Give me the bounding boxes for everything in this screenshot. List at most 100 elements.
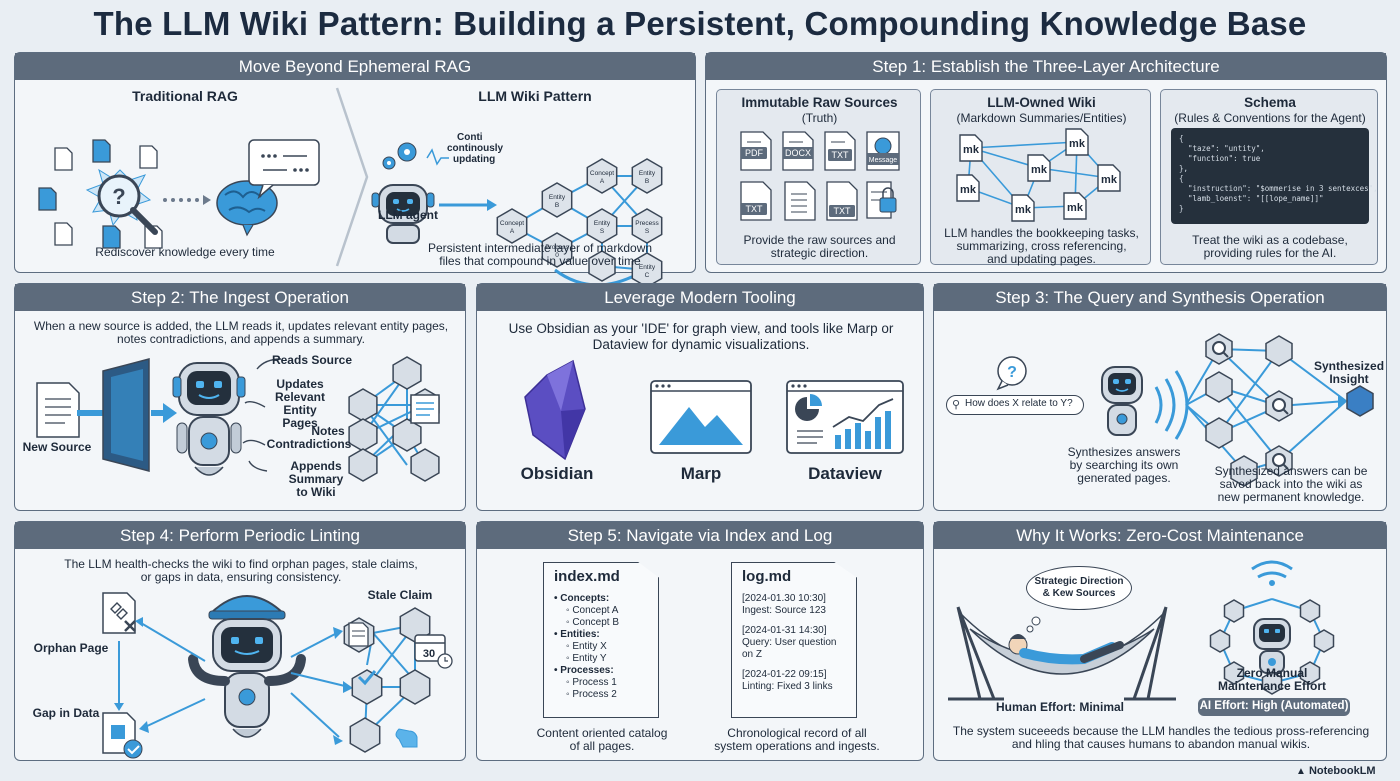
step3-caption-left: Synthesizes answers by searching its own… — [1067, 445, 1181, 485]
search-icon: ⚲ — [952, 399, 961, 411]
marp-window-icon — [650, 380, 752, 454]
network-node-label: Entity — [594, 220, 611, 227]
panel-step5-navigate: Step 5: Navigate via Index and Log index… — [476, 521, 924, 761]
ai-effort-badge: AI Effort: High (Automated) — [1198, 698, 1350, 716]
markdown-document-icon — [1011, 194, 1035, 222]
file-type-tag — [741, 147, 767, 159]
panel-title: Step 1: Establish the Three-Layer Archit… — [706, 53, 1386, 80]
stale-document-icon — [348, 622, 369, 647]
wiki-node — [399, 669, 431, 705]
index-line: ◦ Process 1 — [566, 677, 617, 688]
raw-title: Immutable Raw Sources — [741, 95, 898, 110]
log-caption: Chronological record of all system opera… — [714, 726, 880, 753]
magnifier-icon — [1212, 341, 1289, 470]
log-line: on Z — [742, 649, 763, 660]
gap-in-data-label: Gap in Data — [32, 706, 100, 720]
panel-title: Step 3: The Query and Synthesis Operatio… — [934, 284, 1386, 311]
network-node-label: Concept — [590, 170, 614, 177]
panel-move-beyond-rag: Move Beyond Ephemeral RAG Traditional RA… — [14, 52, 696, 288]
question-bubble-icon: ? — [996, 356, 1027, 391]
markdown-document-icon — [1027, 154, 1051, 182]
file-type-label: PDF — [745, 148, 764, 158]
notebooklm-logo-icon: ▲ — [1296, 766, 1306, 777]
wiki-node — [1209, 629, 1231, 653]
traditional-rag-title: Traditional RAG — [132, 88, 238, 104]
wiki-title: LLM-Owned Wiki — [987, 95, 1096, 110]
calendar-icon: 30 — [414, 634, 453, 669]
network-node-label: Concept — [500, 220, 524, 227]
schema-card: Schema (Rules & Conventions for the Agen… — [1160, 89, 1378, 265]
network-node-label: Entity — [639, 170, 656, 177]
panel-step2-ingest: Step 2: The Ingest Operation When a new … — [14, 283, 466, 511]
network-node — [588, 250, 616, 282]
log-line: [2024-01-22 09:15] — [742, 669, 827, 680]
markdown-document-icon — [956, 174, 980, 202]
log-md-card: log.md [2024-01.30 10:30]Ingest: Source … — [731, 562, 857, 718]
wiki-node — [1230, 455, 1258, 487]
svg-text:?: ? — [112, 184, 125, 209]
panel-step4-linting: Step 4: Perform Periodic Linting The LLM… — [14, 521, 466, 761]
network-node — [496, 208, 528, 244]
thought-bubble: Strategic Direction & Kew Sources — [1026, 566, 1132, 610]
synthesized-insight-label: Synthesized Insight — [1314, 359, 1385, 386]
index-caption: Content oriented catalog of all pages. — [536, 726, 668, 753]
tool-dataview: Dataview — [808, 464, 882, 483]
llm-wiki-title: LLM Wiki Pattern — [478, 88, 592, 104]
svg-text:?: ? — [1007, 364, 1017, 381]
network-node-label: Entity — [639, 264, 656, 271]
wiki-node — [1205, 417, 1233, 449]
query-text: How does X relate to Y? — [965, 398, 1073, 409]
markdown-document-label: mk — [1015, 204, 1032, 216]
index-line: • Concepts: — [554, 593, 610, 604]
index-line: ◦ Concept A — [566, 605, 619, 616]
orphan-page-label: Orphan Page — [33, 641, 109, 655]
network-node-label: 0 — [555, 252, 559, 259]
wiki-node — [1223, 661, 1245, 685]
log-line: [2024-01.30 10:30] — [742, 593, 826, 604]
calendar-day: 30 — [423, 648, 435, 660]
rag-left-caption: Rediscover knowledge every time — [95, 245, 275, 259]
hammock-icon — [948, 606, 1176, 701]
page-title: The LLM Wiki Pattern: Building a Persist… — [93, 5, 1307, 42]
insight-node — [1346, 385, 1374, 417]
network-node-label: B — [555, 202, 559, 209]
wiki-node — [410, 448, 440, 482]
linting-illustration: 30 — [102, 592, 453, 759]
log-contents: [2024-01.30 10:30]Ingest: Source 123[202… — [742, 593, 846, 693]
dataview-window-icon — [786, 380, 904, 454]
index-line: ◦ Concept B — [566, 617, 620, 628]
schema-caption: Treat the wiki as a codebase, providing … — [1192, 233, 1348, 260]
robot-icon — [1101, 366, 1143, 436]
index-line: ◦ Process 2 — [566, 689, 617, 700]
markdown-document-label: mk — [1031, 164, 1048, 176]
wiki-node — [1223, 599, 1245, 623]
markdown-document-label: mk — [1067, 202, 1084, 214]
llm-agent-label: LLM agent — [378, 208, 438, 222]
network-node — [586, 208, 618, 244]
panel-why-it-works: Why It Works: Zero-Cost Maintenance — [933, 521, 1387, 761]
log-filename: log.md — [742, 568, 792, 585]
network-node-label: Precess — [635, 220, 659, 227]
broken-link-document-icon — [102, 592, 136, 634]
markdown-document-label: mk — [960, 184, 977, 196]
document-icon — [410, 394, 440, 424]
zero-maintenance-label: Zero Manual Maintenance Effort — [1217, 666, 1326, 693]
obsidian-logo-icon — [524, 359, 586, 461]
robot-icon — [172, 362, 246, 476]
step2-description: When a new source is added, the LLM read… — [33, 319, 449, 346]
updating-label: Conti continously updating — [447, 132, 504, 165]
brand-watermark: ▲ NotebookLM — [1296, 765, 1376, 777]
file-type-label: TXT — [834, 206, 852, 216]
log-line: Query: User question — [742, 637, 837, 648]
new-source-label: New Source — [22, 440, 92, 454]
wiki-node — [1261, 671, 1283, 695]
network-node-label: C — [645, 272, 650, 279]
file-type-tag — [783, 147, 813, 159]
index-line: ◦ Entity Y — [566, 653, 607, 664]
wiki-node — [349, 717, 381, 753]
wiki-node — [351, 669, 383, 705]
ingest-illustration — [36, 356, 440, 482]
step3-caption-right: Synthesized answers can be saved back in… — [1214, 464, 1368, 504]
